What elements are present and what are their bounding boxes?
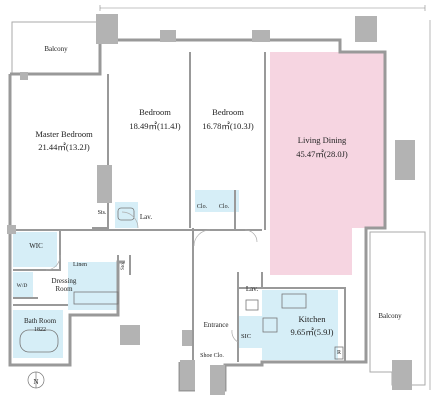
entrance-label: Entrance: [204, 321, 229, 329]
wd-label: W/D: [17, 283, 28, 289]
living-dining-fill: [270, 52, 384, 275]
bedroom-2-name: Bedroom: [212, 107, 244, 117]
sto-label: Sto.: [121, 262, 126, 270]
structural-columns: [7, 14, 415, 395]
bedroom-1-area: 18.49㎡(11.4J): [129, 121, 180, 131]
fixtures: [19, 207, 344, 360]
lav-upper-label: Lav.: [140, 213, 152, 221]
kitchen-area: 9.65㎡(5.9J): [291, 327, 334, 337]
sic-label: SIC: [241, 333, 251, 340]
bedroom-2-area: 16.78㎡(10.3J): [202, 121, 254, 131]
balcony-top-label: Balcony: [44, 45, 68, 53]
lav-lower-label: Lav.: [246, 285, 258, 293]
bath-room-size: 1822: [34, 327, 46, 333]
linen-label: Linen: [73, 262, 87, 268]
wic-label: WIC: [29, 242, 43, 250]
sts-label: Sts.: [98, 210, 107, 216]
bedroom-1-name: Bedroom: [139, 107, 171, 117]
kitchen-name: Kitchen: [299, 314, 327, 324]
clo-2-label: Clo.: [219, 204, 230, 210]
dressing-room-line2: Room: [55, 285, 73, 293]
door-swings: [45, 211, 258, 343]
master-bedroom-name: Master Bedroom: [35, 129, 93, 139]
clo-1-label: Clo.: [197, 204, 208, 210]
bath-room-name: Bath Room: [24, 317, 57, 325]
master-bedroom-area: 21.44㎡(13.2J): [38, 142, 90, 152]
compass: N: [27, 371, 45, 389]
dressing-room-line1: Dressing: [52, 277, 77, 285]
dimension-line: [99, 5, 426, 11]
shoe-clo-label: Shoe Clo.: [200, 353, 224, 359]
living-dining-area: 45.47㎡(28.0J): [296, 149, 348, 159]
refrigerator-label: R: [337, 350, 341, 356]
balcony-right-label: Balcony: [378, 312, 402, 320]
compass-label: N: [33, 378, 38, 386]
living-dining-name: Living Dining: [298, 135, 347, 145]
